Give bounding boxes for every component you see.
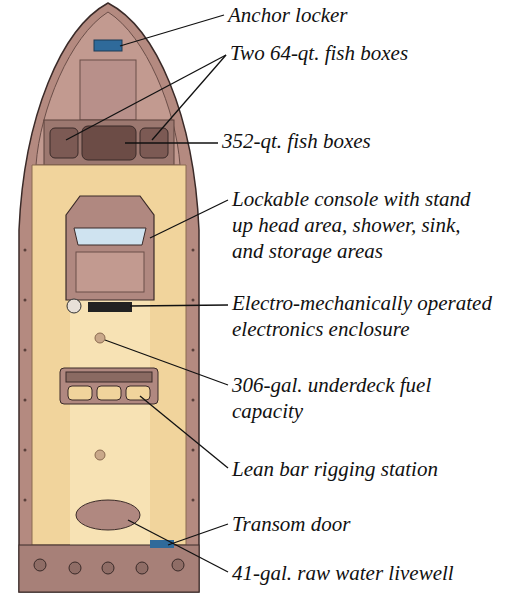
bow-hatch bbox=[80, 60, 136, 120]
deck-centre bbox=[70, 300, 150, 545]
helm-wheel bbox=[67, 299, 81, 313]
hull bbox=[19, 3, 199, 592]
deck-plate bbox=[95, 333, 105, 343]
fish-box bbox=[50, 128, 78, 158]
part-label: Electro-mechanically operated electronic… bbox=[232, 290, 504, 342]
livewell bbox=[76, 500, 140, 530]
part-label: 41-gal. raw water livewell bbox=[232, 560, 504, 586]
tackle-drawer bbox=[126, 386, 150, 400]
part-label: Transom door bbox=[232, 511, 502, 537]
tackle-drawer bbox=[97, 386, 121, 400]
part-label: 352-qt. fish boxes bbox=[222, 128, 492, 154]
tackle-drawer bbox=[68, 386, 92, 400]
transom bbox=[19, 545, 199, 592]
scuppers bbox=[34, 559, 184, 574]
console-top bbox=[76, 252, 144, 292]
part-label: 306-gal. underdeck fuel capacity bbox=[232, 372, 464, 424]
part-label: Lockable console with stand up head area… bbox=[232, 186, 490, 264]
anchor-locker bbox=[94, 40, 122, 51]
electronics-enclosure bbox=[88, 302, 132, 312]
windscreen bbox=[74, 228, 146, 245]
cockpit-deck bbox=[32, 165, 186, 545]
rod-holders bbox=[66, 372, 152, 382]
rail-dots bbox=[24, 249, 195, 502]
leader-lines bbox=[66, 15, 228, 572]
part-label: Anchor locker bbox=[228, 2, 498, 28]
console bbox=[66, 196, 154, 300]
deck-plate bbox=[95, 450, 105, 460]
part-label: Lean bar rigging station bbox=[232, 456, 502, 482]
part-label: Two 64-qt. fish boxes bbox=[230, 40, 500, 66]
